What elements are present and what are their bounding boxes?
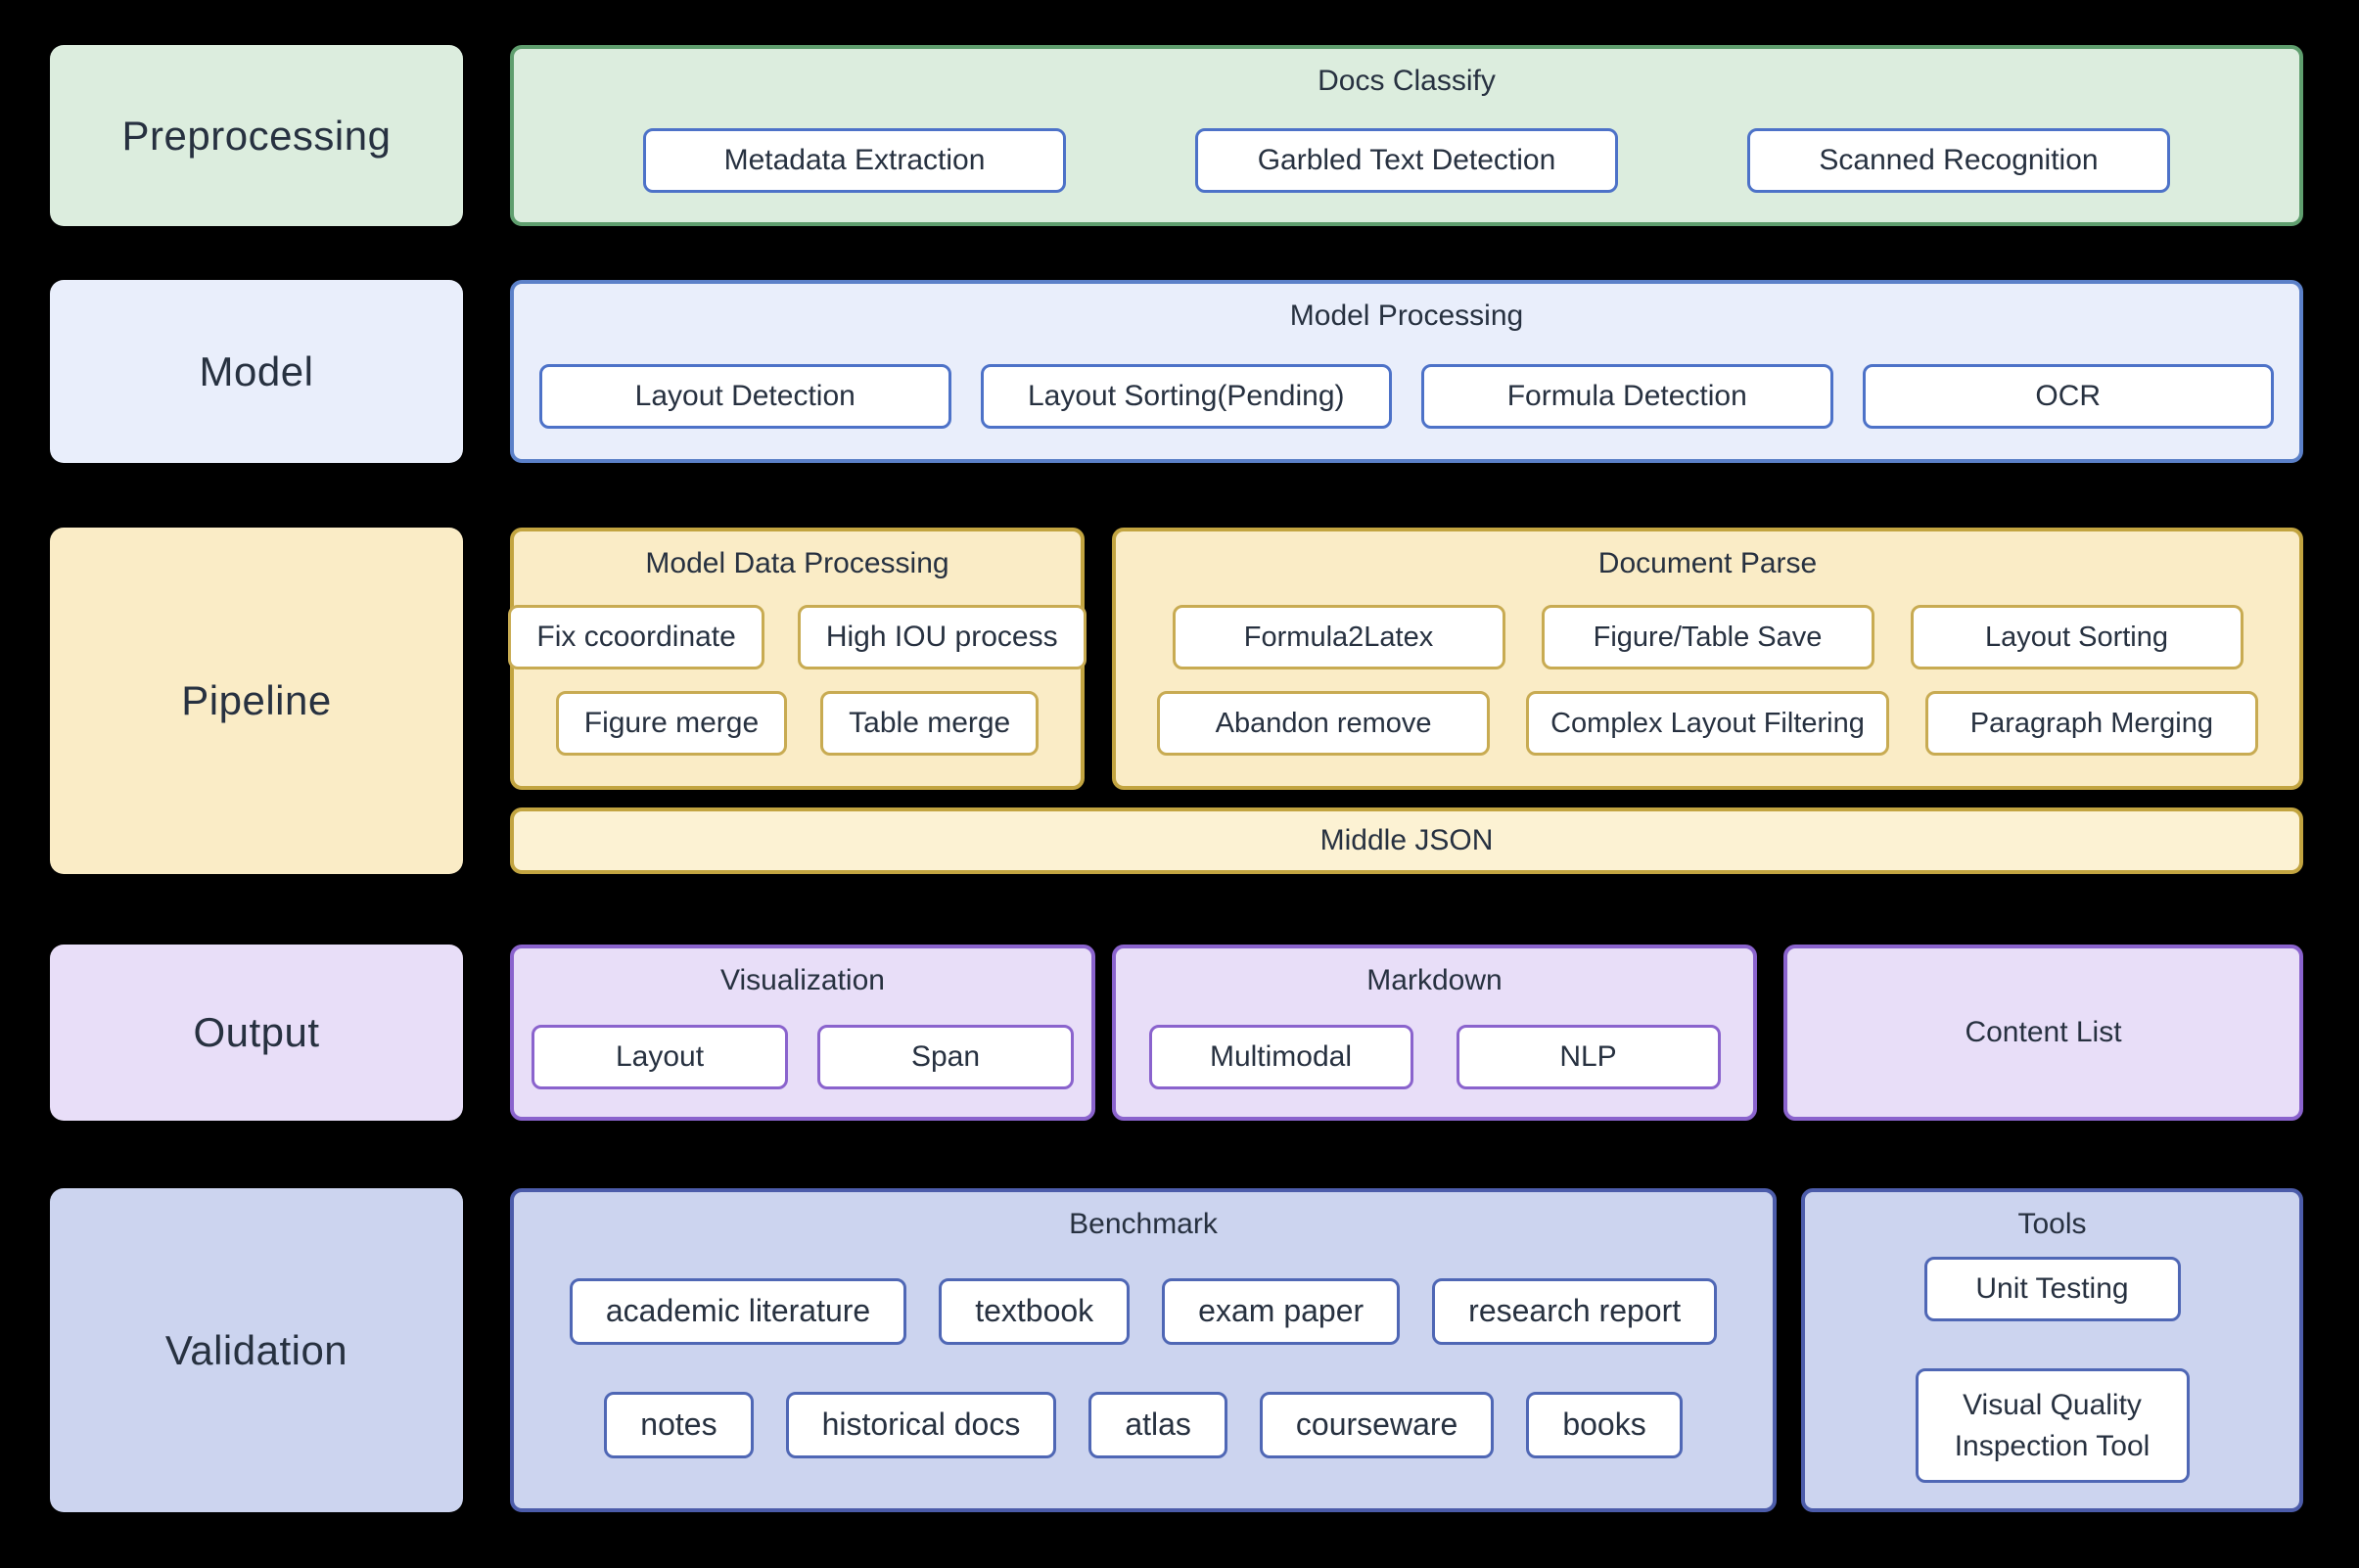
node-research-report: research report	[1432, 1277, 1718, 1345]
benchmark-section: Benchmark academic literature textbook e…	[510, 1188, 1777, 1512]
node-fix-ccoordinate: Fix ccoordinate	[508, 605, 764, 669]
stage-label-preprocessing: Preprocessing	[50, 45, 463, 226]
content-list-section: Content List	[1783, 945, 2303, 1121]
node-atlas: atlas	[1088, 1391, 1227, 1458]
node-ocr: OCR	[1862, 363, 2274, 429]
model-data-processing-nodes: Fix ccoordinate High IOU process Figure …	[508, 580, 1087, 786]
node-historical-docs: historical docs	[785, 1391, 1057, 1458]
node-figure-table-save: Figure/Table Save	[1541, 605, 1874, 669]
stage-label-model: Model	[50, 280, 463, 463]
node-row: notes historical docs atlas courseware b…	[514, 1391, 1773, 1458]
document-parse-title: Document Parse	[1597, 547, 1818, 579]
tools-title: Tools	[2017, 1208, 2087, 1240]
markdown-title: Markdown	[1366, 964, 1503, 996]
node-books: books	[1526, 1391, 1683, 1458]
docs-classify-title: Docs Classify	[1318, 65, 1496, 97]
docs-classify-section: Docs Classify Metadata Extraction Garble…	[510, 45, 2303, 226]
model-processing-nodes: Layout Detection Layout Sorting(Pending)…	[514, 333, 2299, 459]
node-metadata-extraction: Metadata Extraction	[643, 127, 1066, 193]
node-figure-merge: Figure merge	[555, 691, 788, 756]
visualization-nodes: Layout Span	[514, 997, 1091, 1117]
model-data-processing-section: Model Data Processing Fix ccoordinate Hi…	[508, 528, 1087, 790]
node-formula-detection: Formula Detection	[1421, 363, 1833, 429]
node-exam-paper: exam paper	[1162, 1277, 1401, 1345]
tools-nodes: Unit Testing Visual Quality Inspection T…	[1805, 1241, 2299, 1508]
stage-label-text: Validation	[164, 1326, 348, 1373]
document-parse-section: Document Parse Formula2Latex Figure/Tabl…	[1112, 528, 2303, 790]
markdown-nodes: Multimodal NLP	[1116, 997, 1753, 1117]
node-formula2latex: Formula2Latex	[1172, 605, 1505, 669]
node-layout-sorting: Layout Sorting	[1910, 605, 2243, 669]
model-processing-section: Model Processing Layout Detection Layout…	[510, 280, 2303, 463]
node-courseware: courseware	[1259, 1391, 1495, 1458]
node-nlp: NLP	[1456, 1025, 1721, 1089]
model-data-processing-title: Model Data Processing	[645, 547, 949, 579]
node-layout-sorting-pending: Layout Sorting(Pending)	[980, 363, 1392, 429]
node-scanned-recognition: Scanned Recognition	[1747, 127, 2170, 193]
node-row: Formula2Latex Figure/Table Save Layout S…	[1116, 605, 2299, 669]
model-processing-title: Model Processing	[1289, 300, 1524, 332]
node-abandon-remove: Abandon remove	[1157, 691, 1491, 756]
node-academic-literature: academic literature	[569, 1277, 907, 1345]
node-row: Figure merge Table merge	[514, 691, 1081, 756]
node-garbled-text-detection: Garbled Text Detection	[1195, 127, 1618, 193]
document-parse-nodes: Formula2Latex Figure/Table Save Layout S…	[1116, 580, 2299, 786]
node-row: academic literature textbook exam paper …	[514, 1277, 1773, 1345]
stage-label-text: Preprocessing	[121, 112, 392, 159]
stage-label-output: Output	[50, 945, 463, 1121]
node-row: Abandon remove Complex Layout Filtering …	[1116, 691, 2299, 756]
node-table-merge: Table merge	[820, 691, 1040, 756]
docs-classify-nodes: Metadata Extraction Garbled Text Detecti…	[514, 98, 2299, 222]
node-paragraph-merging: Paragraph Merging	[1924, 691, 2258, 756]
middle-json-bar: Middle JSON	[510, 807, 2303, 874]
visualization-title: Visualization	[720, 964, 885, 996]
node-visual-quality-inspection-tool: Visual Quality Inspection Tool	[1915, 1368, 2190, 1483]
node-unit-testing: Unit Testing	[1923, 1257, 2181, 1322]
stage-label-text: Output	[193, 1009, 320, 1055]
stage-label-pipeline: Pipeline	[50, 528, 463, 874]
node-textbook: textbook	[939, 1277, 1131, 1345]
node-layout-detection: Layout Detection	[539, 363, 951, 429]
tools-section: Tools Unit Testing Visual Quality Inspec…	[1801, 1188, 2303, 1512]
markdown-section: Markdown Multimodal NLP	[1112, 945, 1757, 1121]
stage-label-text: Model	[199, 347, 314, 394]
node-row: Visual Quality Inspection Tool	[1805, 1368, 2299, 1483]
node-row: Fix ccoordinate High IOU process	[508, 605, 1087, 669]
benchmark-nodes: academic literature textbook exam paper …	[514, 1241, 1773, 1508]
middle-json-title: Middle JSON	[1319, 824, 1494, 856]
node-span: Span	[817, 1025, 1074, 1089]
stage-label-text: Pipeline	[181, 677, 332, 723]
node-layout: Layout	[532, 1025, 788, 1089]
node-high-iou-process: High IOU process	[797, 605, 1087, 669]
node-multimodal: Multimodal	[1148, 1025, 1413, 1089]
node-row: Unit Testing	[1805, 1257, 2299, 1322]
node-complex-layout-filtering: Complex Layout Filtering	[1526, 691, 1889, 756]
stage-label-validation: Validation	[50, 1188, 463, 1512]
visualization-section: Visualization Layout Span	[510, 945, 1095, 1121]
benchmark-title: Benchmark	[1069, 1208, 1218, 1240]
content-list-title: Content List	[1965, 1016, 2122, 1048]
node-notes: notes	[604, 1391, 754, 1458]
